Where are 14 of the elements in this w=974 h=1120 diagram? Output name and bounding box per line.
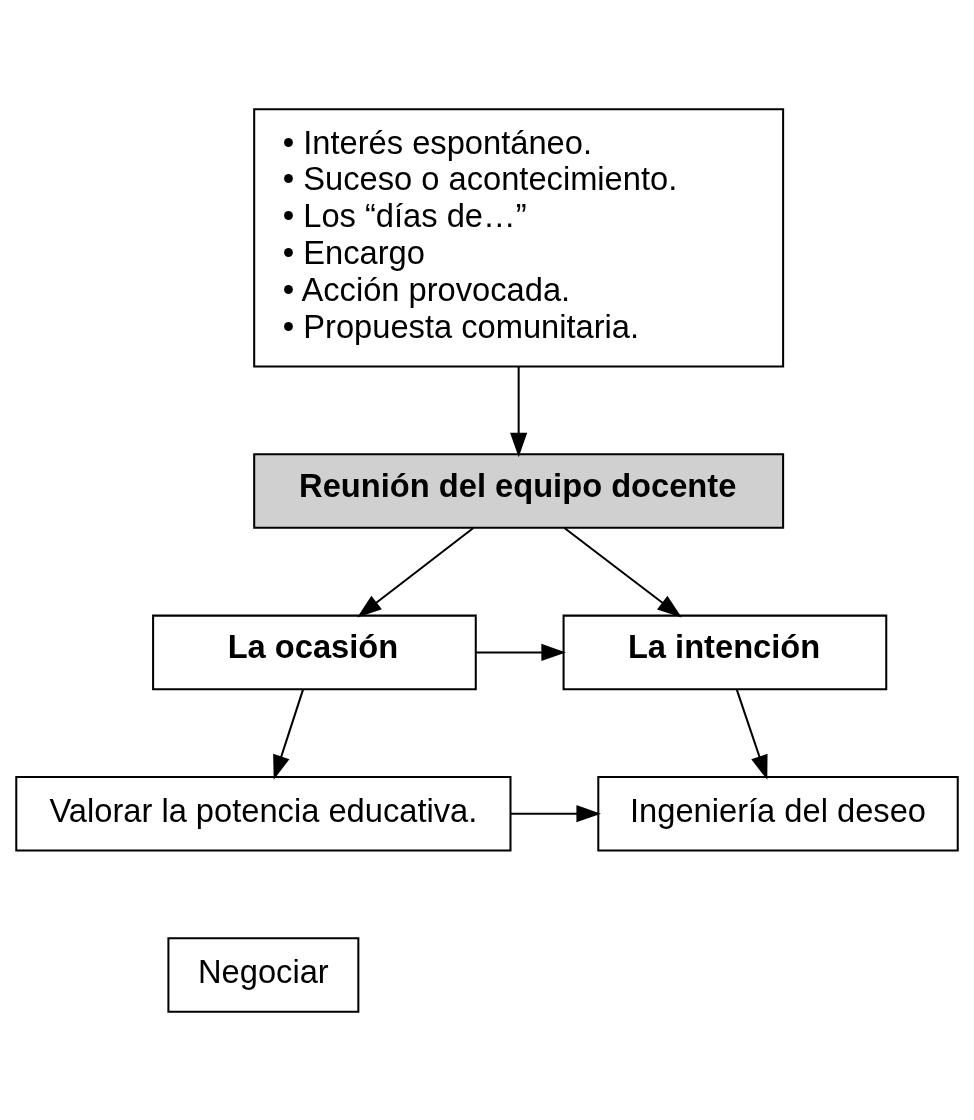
arrow [735,688,768,780]
node-box: La ocasión [152,614,477,690]
arrow [563,526,682,617]
arrow [510,366,528,457]
node-box: Valorar la potencia educativa. [15,775,512,851]
node-box: • Interés espontáneo. • Suceso o acontecimiento. • Los “días de…” • Encargo • Acción provocada. • Propuesta comunitaria. [253,107,785,367]
node-box: Negociar [167,936,360,1013]
arrow [510,804,601,822]
node-box: La intención [562,614,888,690]
arrow [357,526,474,617]
arrow [476,643,566,661]
node-box: Ingeniería del deseo [597,775,959,851]
node-box: Reunión del equipo docente [253,452,785,529]
arrow [273,688,305,780]
